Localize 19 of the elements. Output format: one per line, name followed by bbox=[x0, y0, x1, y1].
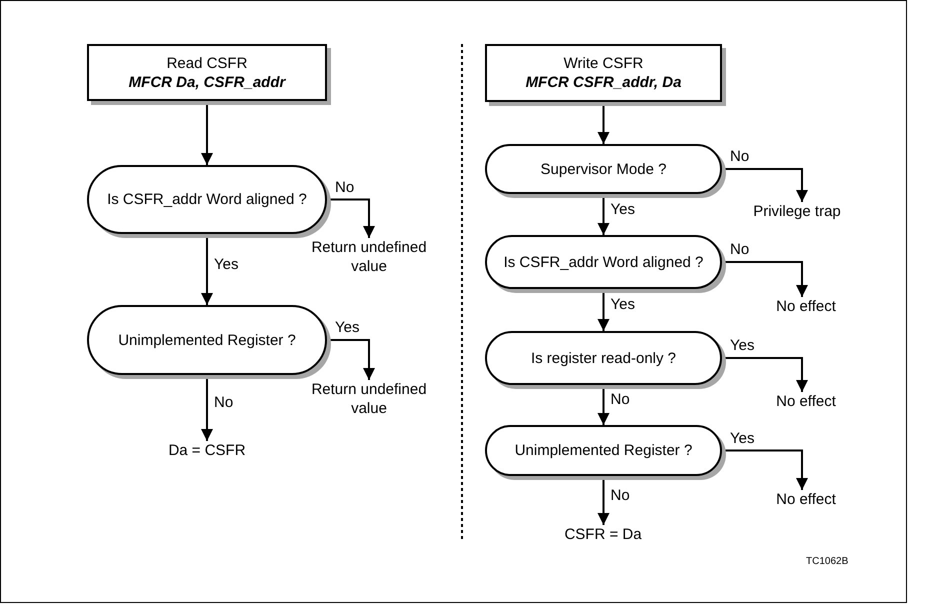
node-text: Unimplemented Register ? bbox=[514, 441, 692, 460]
result-text: Return undefined value bbox=[303, 238, 435, 276]
node-text: Is CSFR_addr Word aligned ? bbox=[504, 252, 704, 272]
result-text: No effect bbox=[768, 490, 844, 509]
node-text: Is register read-only ? bbox=[530, 348, 676, 368]
result-text: No effect bbox=[768, 297, 844, 316]
instruction-text: MFCR CSFR_addr, Da bbox=[526, 73, 682, 92]
node-text: Write CSFR bbox=[564, 54, 644, 73]
result-text: Da = CSFR bbox=[165, 441, 249, 460]
node-text: Read CSFR bbox=[166, 54, 248, 72]
result-text: No effect bbox=[768, 392, 844, 411]
node-text: Supervisor Mode ? bbox=[540, 160, 666, 178]
result-text: Privilege trap bbox=[745, 202, 849, 221]
instruction-text: MFCR Da, CSFR_addr bbox=[128, 72, 286, 92]
node-text: Unimplemented Register ? bbox=[118, 330, 296, 350]
result-text: CSFR = Da bbox=[561, 525, 645, 544]
node-text: Is CSFR_addr Word aligned ? bbox=[107, 190, 307, 209]
figure-id: TC1062B bbox=[806, 556, 848, 568]
result-text: Return undefined value bbox=[303, 380, 435, 418]
